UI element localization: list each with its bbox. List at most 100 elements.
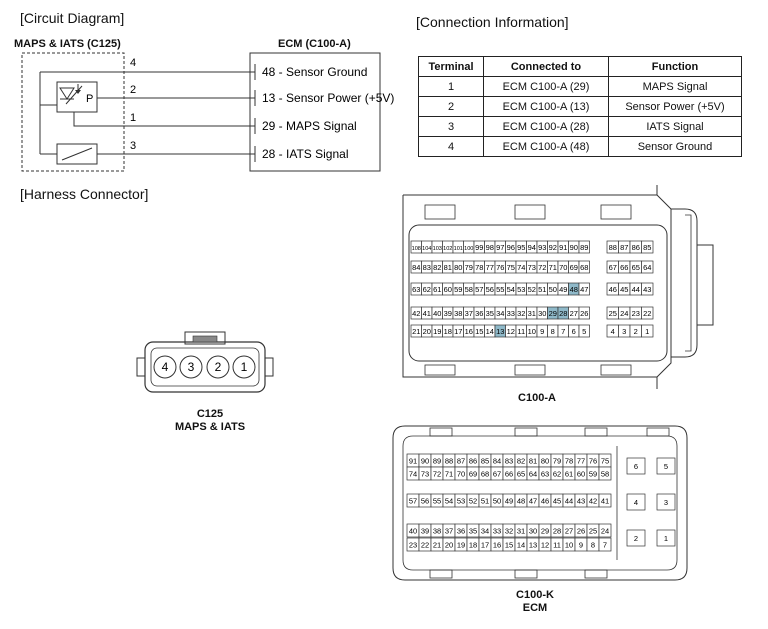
c100a-pin-label: 89 (580, 243, 588, 252)
c100k-pin-label: 65 (517, 470, 525, 479)
c100a-pin-label: 44 (632, 285, 640, 294)
c100k-pin-label: 62 (553, 470, 561, 479)
c100a-pin-label: 9 (540, 327, 544, 336)
c100k-pin-label: 33 (493, 527, 501, 536)
c100k-pin-label: 67 (493, 470, 501, 479)
c100a-pin-label: 58 (465, 285, 473, 294)
c100k-pin-label: 36 (457, 527, 465, 536)
c100k-pin-label: 8 (591, 541, 595, 550)
c100a-pin-label: 47 (580, 285, 588, 294)
table-cell: ECM C100-A (48) (483, 136, 609, 157)
c100k-pin-label: 13 (529, 541, 537, 550)
c100k-pin-label: 87 (457, 457, 465, 466)
c100a-pin-cell (578, 324, 590, 338)
c100k-pin-label: 42 (589, 497, 597, 506)
c125-pin-label: 4 (162, 360, 169, 374)
sensor-label: MAPS & IATS (C125) (14, 38, 121, 50)
c100k-pin-label: 3 (664, 498, 668, 507)
c100k-pin-label: 46 (541, 497, 549, 506)
table-cell: IATS Signal (608, 116, 742, 137)
table-cell: 4 (418, 136, 484, 157)
map-sensor-symbol (56, 81, 98, 113)
c100a-pin-label: 75 (507, 263, 515, 272)
c100k-pin-label: 64 (529, 470, 537, 479)
c100a-pin-label: 83 (423, 263, 431, 272)
c100a-pin-label: 45 (620, 285, 628, 294)
c100k-pin-label: 45 (553, 497, 561, 506)
c100a-pin-label: 54 (507, 285, 515, 294)
c100a-pin-label: 65 (632, 263, 640, 272)
c100a-pin-label: 101 (454, 246, 463, 252)
c100a-pin-label: 41 (423, 309, 431, 318)
c100k-pin-label: 73 (421, 470, 429, 479)
c100k-pin-label: 16 (493, 541, 501, 550)
c125-pin-label: 2 (215, 360, 222, 374)
c100k-pin-label: 25 (589, 527, 597, 536)
c100k-pin-label: 54 (445, 497, 453, 506)
c100k-pin-label: 83 (505, 457, 513, 466)
c100a-pin-label: 100 (464, 246, 473, 252)
c100a-pin-label: 42 (412, 309, 420, 318)
c100k-pin-label: 40 (409, 527, 417, 536)
c100a-pin-label: 104 (422, 246, 431, 252)
c100k-pin-label: 17 (481, 541, 489, 550)
c100k-pin-label: 34 (481, 527, 489, 536)
c100a-pin-label: 73 (528, 263, 536, 272)
c100k-pin-label: 86 (469, 457, 477, 466)
c100k-pin-label: 38 (433, 527, 441, 536)
c100k-pin-cell (626, 457, 646, 475)
c100k-pin-label: 12 (541, 541, 549, 550)
c100a-pin-label: 53 (517, 285, 525, 294)
c100a-pin-label: 18 (444, 327, 452, 336)
c125-pin (153, 355, 177, 379)
table-cell: Sensor Ground (608, 136, 742, 157)
c100k-pin-label: 70 (457, 470, 465, 479)
c100k-pin-label: 50 (493, 497, 501, 506)
c100a-pin-label: 85 (643, 243, 651, 252)
c100a-pin-label: 52 (528, 285, 536, 294)
c100k-pin-label: 23 (409, 541, 417, 550)
c100k-pin-label: 1 (664, 534, 668, 543)
c100a-pin-label: 50 (549, 285, 557, 294)
c100a-pin-label: 63 (412, 285, 420, 294)
c100a-pin-label: 74 (517, 263, 525, 272)
c100a-pin-label: 108 (412, 246, 421, 252)
c100a-pin-label: 78 (475, 263, 483, 272)
c100a-pin-cell (641, 306, 654, 320)
c100a-pin-label: 19 (433, 327, 441, 336)
c100a-pin-label: 91 (559, 243, 567, 252)
c100k-pin-label: 88 (445, 457, 453, 466)
c100a-pin-label: 20 (423, 327, 431, 336)
c100k-pin-label: 9 (579, 541, 583, 550)
c100k-pin-label: 85 (481, 457, 489, 466)
c100k-pin-label: 6 (634, 462, 638, 471)
c100a-pin-label: 16 (465, 327, 473, 336)
table-cell: 3 (418, 116, 484, 137)
c100a-pin-label: 21 (412, 327, 420, 336)
c100k-pin-cell (656, 529, 676, 547)
table-header: Function (608, 56, 742, 77)
c125-caption-name: MAPS & IATS (174, 421, 246, 433)
c100a-pin-label: 5 (582, 327, 586, 336)
c100k-pin-label: 59 (589, 470, 597, 479)
c100k-pin-label: 69 (469, 470, 477, 479)
c100a-pin-label: 30 (538, 309, 546, 318)
c100k-pin-label: 81 (529, 457, 537, 466)
c100a-pin-label: 96 (507, 243, 515, 252)
sensor-pin-4: 4 (130, 57, 136, 69)
c100a-pin-label: 57 (475, 285, 483, 294)
c100a-pin-label: 82 (433, 263, 441, 272)
connection-table: Terminal Connected to Function 1 ECM C10… (418, 56, 742, 157)
circuit-diagram-title: [Circuit Diagram] (20, 10, 125, 26)
c100a-pin-cell (578, 260, 590, 274)
c100a-pin-cell (641, 324, 654, 338)
c100k-pin-label: 91 (409, 457, 417, 466)
c100a-pin-label: 77 (486, 263, 494, 272)
c100k-pin-label: 35 (469, 527, 477, 536)
c100a-pin-label: 33 (507, 309, 515, 318)
c100k-pin-label: 57 (409, 497, 417, 506)
c100k-pin-label: 29 (541, 527, 549, 536)
table-header: Terminal (418, 56, 484, 77)
c100a-pin-label: 12 (507, 327, 515, 336)
